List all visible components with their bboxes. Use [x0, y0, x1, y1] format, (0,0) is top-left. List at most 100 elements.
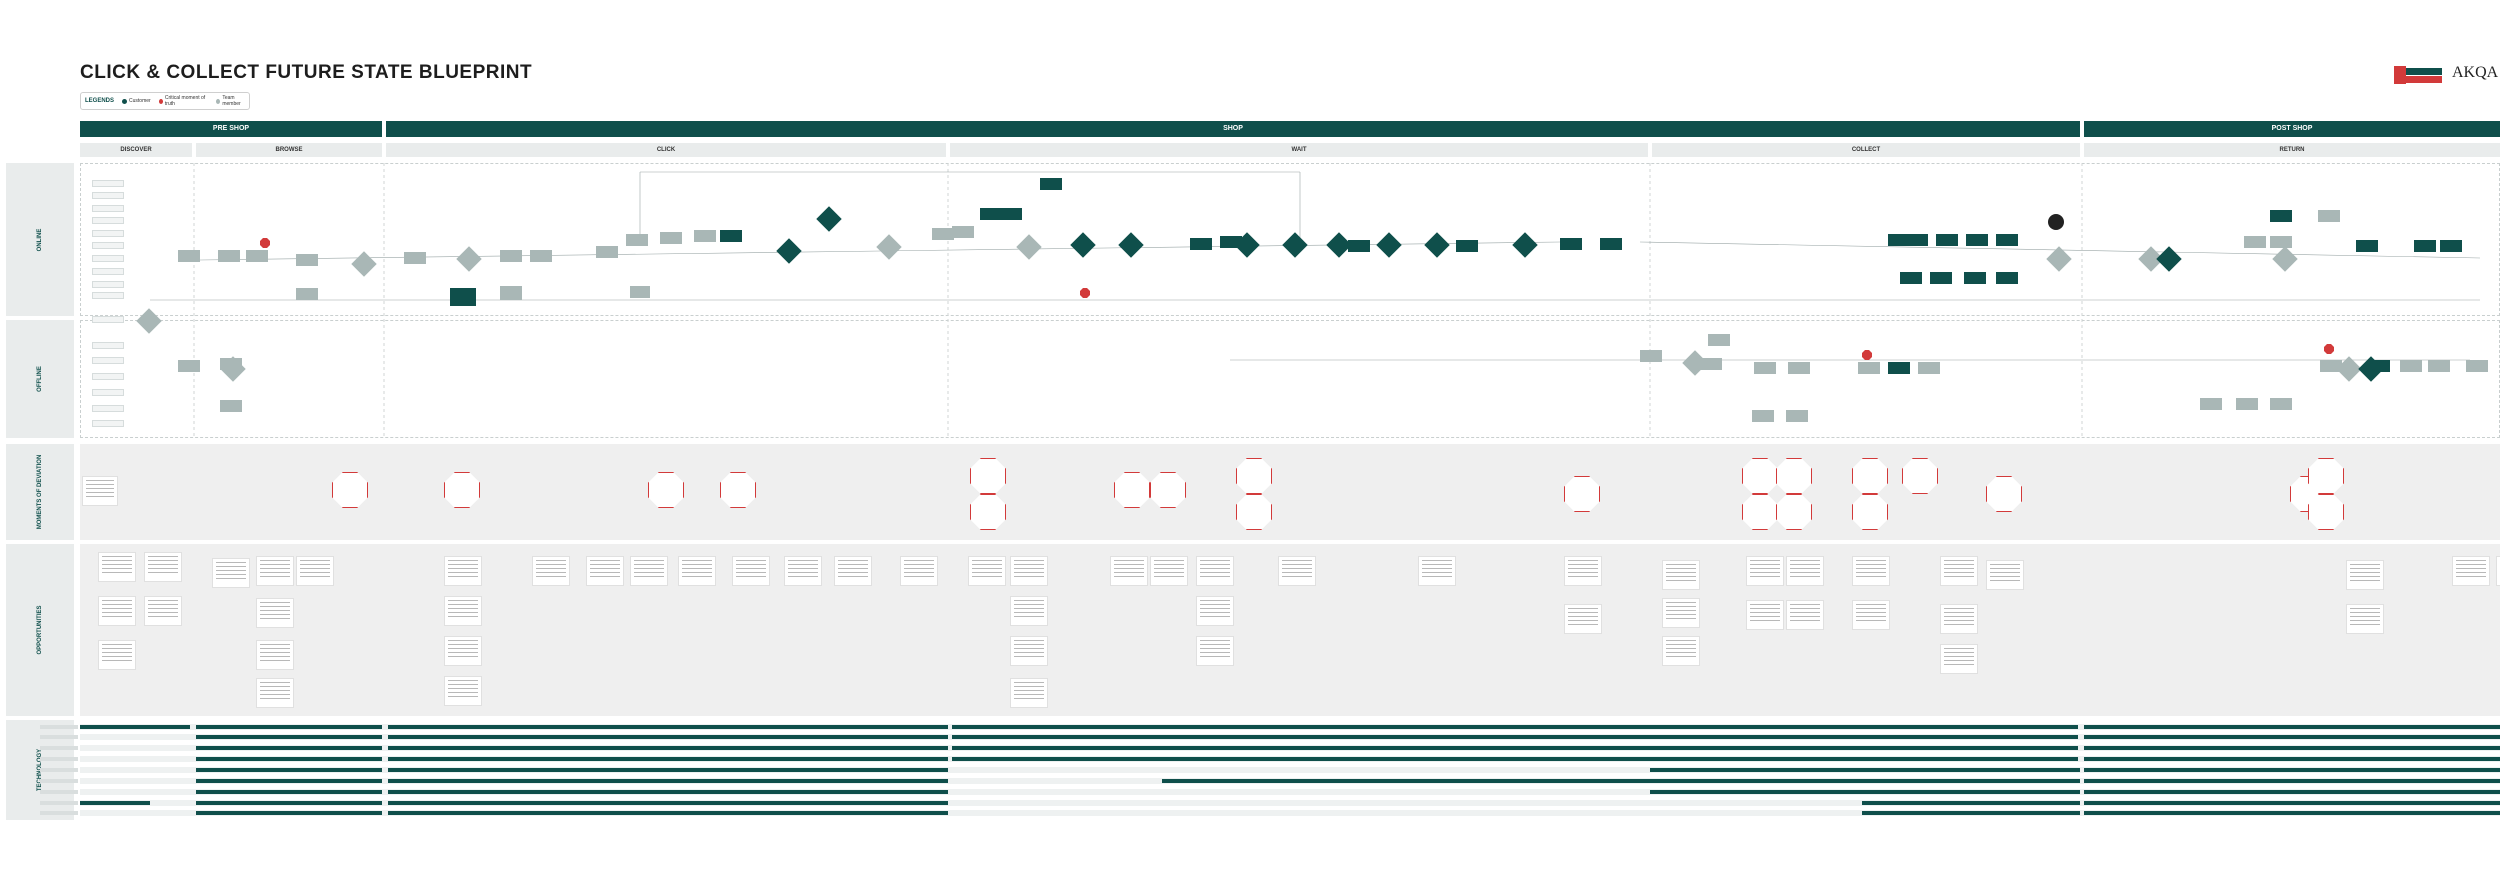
deviation-stop-icon — [1236, 494, 1272, 530]
technology-bar — [2084, 811, 2500, 815]
technology-label — [40, 790, 78, 794]
channel-chip — [92, 342, 124, 349]
channel-chip — [92, 420, 124, 427]
process-node — [500, 250, 522, 262]
lane-offline: OFFLINE — [6, 320, 74, 438]
opportunity-card — [444, 596, 482, 626]
phase-post-shop: POST SHOP — [2084, 121, 2500, 137]
channel-chip — [92, 405, 124, 412]
process-node — [1640, 350, 1662, 362]
process-node — [2318, 210, 2340, 222]
legend-label: Team member — [222, 95, 241, 107]
technology-bar — [196, 811, 382, 815]
technology-row — [80, 810, 2500, 816]
legend-label: Customer — [129, 98, 151, 104]
opportunity-card — [532, 556, 570, 586]
opportunity-card — [1852, 600, 1890, 630]
process-node — [980, 208, 1002, 220]
process-node — [1708, 334, 1730, 346]
opportunity-card — [1662, 598, 1700, 628]
process-node — [450, 288, 476, 306]
technology-bar — [388, 768, 948, 772]
stage-return: RETURN — [2084, 143, 2500, 157]
technology-bar — [1162, 779, 2080, 783]
phase-pre-shop: PRE SHOP — [80, 121, 382, 137]
technology-bar — [196, 746, 382, 750]
bunnings-logo-icon — [2394, 64, 2442, 86]
technology-bar — [388, 757, 948, 761]
opportunity-card — [1564, 556, 1602, 586]
opportunity-card — [1662, 636, 1700, 666]
process-node — [660, 232, 682, 244]
technology-bar — [196, 801, 382, 805]
deviation-lane-area — [80, 444, 2500, 540]
akqa-logo: AKQA — [2452, 64, 2499, 81]
process-node — [2400, 360, 2422, 372]
opportunity-card — [1940, 556, 1978, 586]
technology-bar — [388, 811, 948, 815]
technology-bar — [2084, 725, 2500, 729]
process-node — [1966, 234, 1988, 246]
process-node — [1918, 362, 1940, 374]
channel-chip — [92, 242, 124, 249]
opportunity-card — [1196, 636, 1234, 666]
critical-moment-icon — [1862, 350, 1872, 360]
opportunity-card — [1196, 556, 1234, 586]
process-node — [1964, 272, 1986, 284]
process-node — [2200, 398, 2222, 410]
deviation-stop-icon — [970, 458, 1006, 494]
channel-chip — [92, 281, 124, 288]
technology-bar — [952, 725, 2078, 729]
process-node — [218, 250, 240, 262]
process-node — [596, 246, 618, 258]
deviation-stop-icon — [1776, 458, 1812, 494]
opportunity-card — [1786, 600, 1824, 630]
technology-bar — [952, 735, 2078, 739]
opportunity-card — [2496, 556, 2500, 586]
process-node — [1930, 272, 1952, 284]
opportunity-card — [1196, 596, 1234, 626]
technology-row — [80, 767, 2500, 773]
opportunity-card — [256, 556, 294, 586]
process-node — [952, 226, 974, 238]
process-node — [1936, 234, 1958, 246]
process-node — [630, 286, 650, 298]
opportunity-card — [586, 556, 624, 586]
process-node — [2270, 236, 2292, 248]
process-node — [1752, 410, 1774, 422]
opportunity-card — [2346, 560, 2384, 590]
process-node — [2270, 398, 2292, 410]
technology-bar — [388, 779, 948, 783]
process-node — [2236, 398, 2258, 410]
deviation-stop-icon — [1742, 494, 1778, 530]
opportunity-card — [1010, 596, 1048, 626]
opportunity-card — [1746, 600, 1784, 630]
phase-shop: SHOP — [386, 121, 2080, 137]
lane-moments-of-deviation: MOMENTS OF DEVIATION — [6, 444, 74, 540]
technology-bar — [1650, 790, 2080, 794]
technology-label — [40, 768, 78, 772]
process-node — [1190, 238, 1212, 250]
opportunity-card — [1010, 678, 1048, 708]
process-node — [1000, 208, 1022, 220]
technology-bar — [80, 725, 190, 729]
deviation-stop-icon — [1564, 476, 1600, 512]
opportunity-card — [256, 640, 294, 670]
technology-bar — [388, 746, 948, 750]
deviation-stop-icon — [444, 472, 480, 508]
process-node — [1996, 234, 2018, 246]
process-node — [246, 250, 268, 262]
deviation-stop-icon — [332, 472, 368, 508]
process-node — [1900, 272, 1922, 284]
legend-item-critical: Critical moment of truth — [158, 95, 208, 107]
legend-title: LEGENDS — [85, 98, 115, 104]
technology-label — [40, 801, 78, 805]
opportunity-card — [630, 556, 668, 586]
opportunity-card — [1852, 556, 1890, 586]
opportunity-card — [968, 556, 1006, 586]
opportunity-card — [1662, 560, 1700, 590]
process-node — [220, 400, 242, 412]
technology-bar — [388, 735, 948, 739]
channel-chip — [92, 192, 124, 199]
process-node — [694, 230, 716, 242]
